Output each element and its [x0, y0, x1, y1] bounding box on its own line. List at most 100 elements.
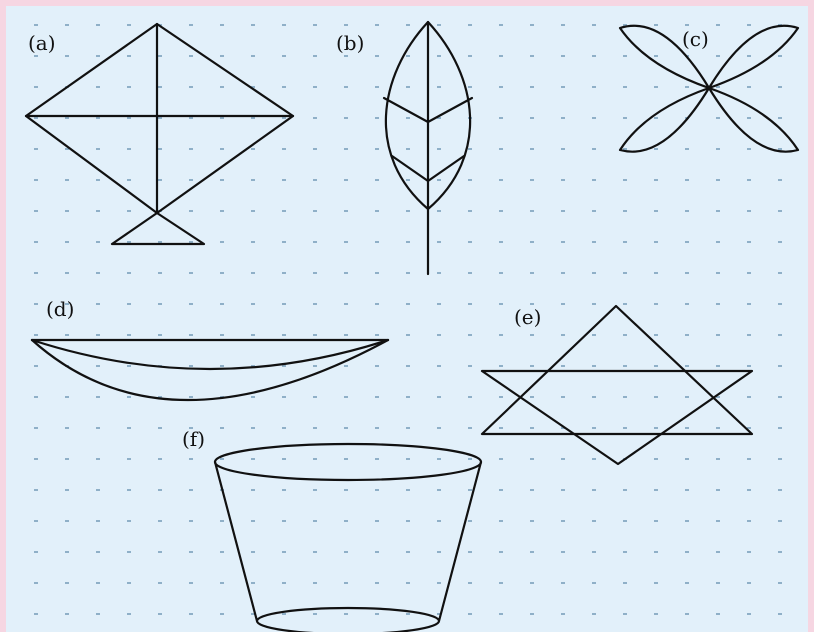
grid-dot [747, 396, 751, 398]
grid-dot [778, 582, 782, 584]
grid-dot [96, 179, 100, 181]
grid-dot [220, 365, 224, 367]
grid-dot [127, 582, 131, 584]
grid-dot [375, 613, 379, 615]
grid-dot [158, 458, 162, 460]
grid-dot [530, 117, 534, 119]
grid-dot [685, 520, 689, 522]
grid-dot [34, 272, 38, 274]
grid-dot [251, 179, 255, 181]
grid-dot [220, 334, 224, 336]
grid-dot [127, 86, 131, 88]
grid-dot [778, 458, 782, 460]
grid-dot [561, 241, 565, 243]
grid-dot [530, 551, 534, 553]
grid-dot [499, 396, 503, 398]
grid-dot [406, 551, 410, 553]
grid-dot [468, 613, 472, 615]
grid-dot [344, 210, 348, 212]
grid-dot [468, 458, 472, 460]
grid-dot [561, 613, 565, 615]
grid-dot [592, 582, 596, 584]
grid-dot [623, 427, 627, 429]
grid-dot [282, 241, 286, 243]
grid-dot [65, 582, 69, 584]
grid-dot [654, 396, 658, 398]
grid-dot [437, 520, 441, 522]
grid-dot [747, 148, 751, 150]
grid-dot [34, 117, 38, 119]
grid-dot [747, 520, 751, 522]
label-d: (d) [46, 297, 74, 321]
grid-dot [437, 458, 441, 460]
grid-dot [592, 458, 596, 460]
kite-tail [110, 211, 206, 246]
grid-dot [375, 334, 379, 336]
grid-dot [158, 148, 162, 150]
grid-dot [468, 582, 472, 584]
grid-dot [220, 458, 224, 460]
grid-dot [65, 117, 69, 119]
grid-dot [313, 582, 317, 584]
grid-dot [96, 520, 100, 522]
bucket-rim [213, 442, 483, 482]
grid-dot [344, 303, 348, 305]
grid-dot [344, 582, 348, 584]
grid-dot [747, 613, 751, 615]
grid-dot [623, 241, 627, 243]
grid-dot [96, 365, 100, 367]
grid-dot [592, 427, 596, 429]
grid-dot [344, 179, 348, 181]
grid-dot [592, 179, 596, 181]
boat-hull-curve [30, 338, 390, 401]
grid-dot [375, 551, 379, 553]
grid-dot [654, 210, 658, 212]
grid-dot [282, 489, 286, 491]
grid-dot [406, 148, 410, 150]
grid-dot [344, 148, 348, 150]
grid-dot [685, 427, 689, 429]
grid-dot [375, 489, 379, 491]
grid-dot [127, 148, 131, 150]
grid-dot [65, 489, 69, 491]
grid-dot [499, 24, 503, 26]
grid-dot [530, 396, 534, 398]
grid-dot [65, 272, 69, 274]
grid-dot [716, 334, 720, 336]
grid-dot [34, 396, 38, 398]
grid-dot [437, 117, 441, 119]
grid-dot [468, 365, 472, 367]
grid-dot [189, 24, 193, 26]
grid-dot [344, 24, 348, 26]
grid-dot [561, 334, 565, 336]
grid-dot [251, 334, 255, 336]
grid-dot [34, 427, 38, 429]
grid-dot [747, 303, 751, 305]
grid-dot [251, 55, 255, 57]
grid-dot [127, 427, 131, 429]
grid-dot [716, 241, 720, 243]
grid-dot [34, 210, 38, 212]
grid-dot [561, 458, 565, 460]
grid-dot [375, 86, 379, 88]
grid-dot [282, 24, 286, 26]
grid-dot [685, 24, 689, 26]
grid-dot [96, 458, 100, 460]
grid-dot [437, 396, 441, 398]
grid-dot [220, 241, 224, 243]
grid-dot [654, 551, 658, 553]
grid-dot [251, 241, 255, 243]
grid-dot [127, 272, 131, 274]
grid-dot [189, 179, 193, 181]
grid-dot [437, 179, 441, 181]
grid-dot [778, 520, 782, 522]
grid-dot [685, 365, 689, 367]
grid-dot [406, 365, 410, 367]
grid-dot [654, 582, 658, 584]
grid-dot [747, 582, 751, 584]
grid-dot [158, 582, 162, 584]
grid-dot [778, 179, 782, 181]
grid-dot [437, 86, 441, 88]
grid-dot [437, 24, 441, 26]
grid-dot [96, 55, 100, 57]
